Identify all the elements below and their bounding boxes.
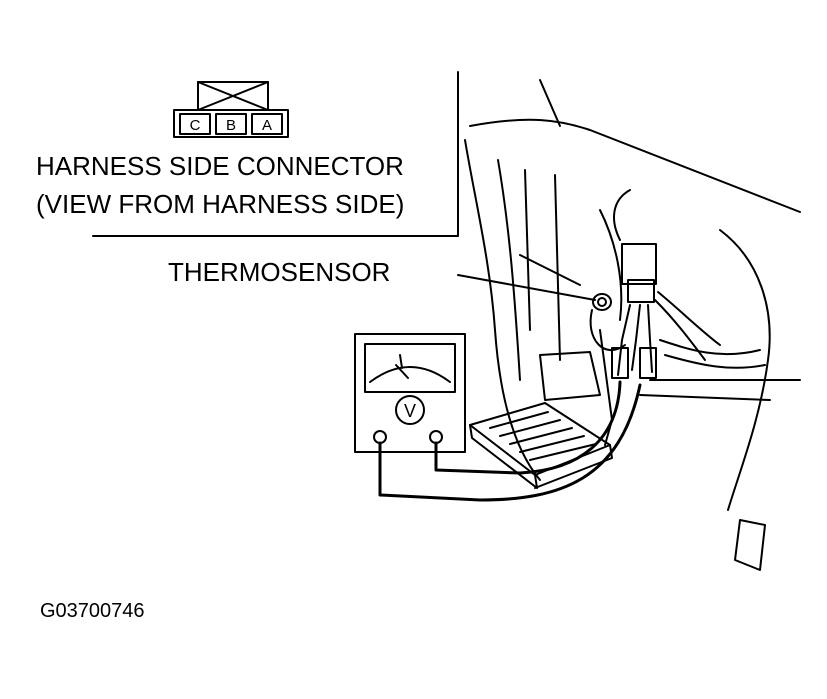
voltmeter [354, 333, 466, 453]
dashboard-outline [464, 79, 801, 571]
connector-pin-a: A [262, 117, 272, 134]
voltmeter-symbol: V [404, 401, 416, 421]
connector-pin-b: B [226, 117, 236, 134]
connector-caption-line2: (VIEW FROM HARNESS SIDE) [36, 189, 405, 219]
thermosensor-label: THERMOSENSOR [168, 257, 391, 287]
probe-leads [378, 380, 642, 502]
figure-id: G03700746 [40, 600, 145, 622]
connector-pin-c: C [190, 117, 201, 134]
connector-caption-line1: HARNESS SIDE CONNECTOR [36, 151, 404, 181]
connector-drawing [173, 81, 289, 138]
inset-frame [92, 71, 459, 237]
thermosensor-leader [457, 274, 596, 301]
thermosensor-assembly [589, 189, 721, 379]
